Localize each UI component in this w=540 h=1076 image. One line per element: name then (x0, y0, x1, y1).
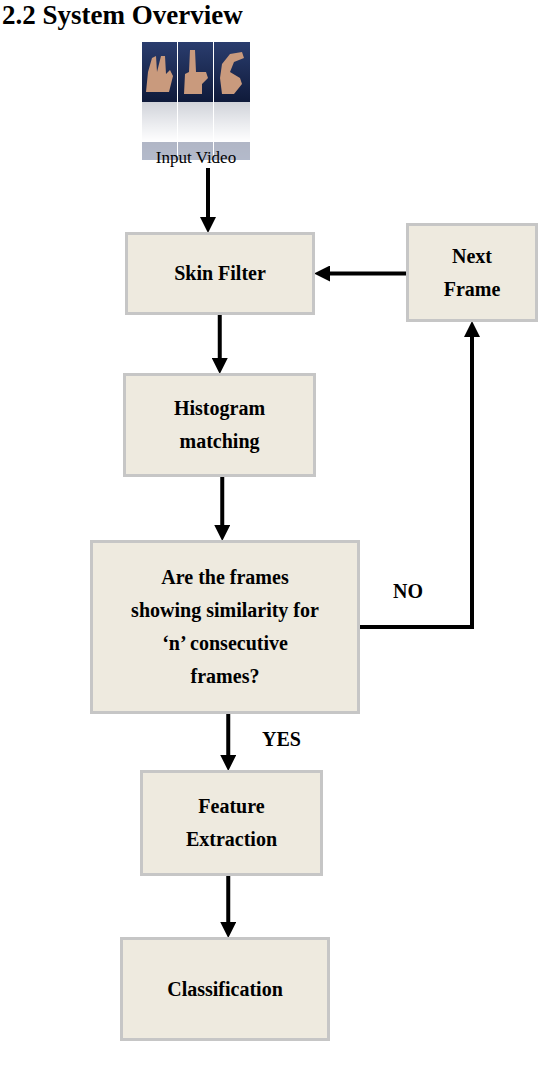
video-frames (142, 42, 250, 102)
process-box: Skin Filter (125, 232, 315, 315)
process-box: Feature Extraction (140, 770, 323, 876)
node-text: Classification (167, 973, 283, 1006)
process-box: Histogram matching (123, 373, 316, 477)
node-text: Histogram matching (166, 392, 273, 458)
hand-shape (220, 52, 244, 94)
node-text: Feature Extraction (173, 790, 290, 856)
process-box: Classification (120, 937, 330, 1041)
edge-label: NO (393, 580, 423, 603)
decision-box: Are the frames showing similarity for ‘n… (90, 540, 360, 714)
node-text: Next Frame (429, 240, 515, 306)
flow-arrow (206, 168, 210, 217)
reflection-fade (142, 102, 250, 142)
flow-arrow (226, 876, 230, 922)
video-frame (142, 42, 177, 102)
flow-arrow (226, 714, 230, 755)
edge-label: YES (262, 728, 301, 751)
hand-shape (146, 56, 173, 92)
video-frame (178, 42, 213, 102)
hand-shape (184, 50, 208, 94)
node-text: Are the frames showing similarity for ‘n… (131, 561, 319, 693)
diagram-title: 2.2 System Overview (2, 0, 243, 31)
node-text: Input Video (156, 148, 236, 168)
flow-arrow (218, 315, 222, 358)
flow-arrow (360, 337, 472, 627)
input-video-illustration (142, 42, 250, 160)
input-video: Input Video (130, 40, 262, 168)
process-box: Next Frame (406, 223, 538, 322)
flow-arrow (330, 272, 406, 276)
video-frame (214, 42, 250, 102)
flow-arrow (220, 477, 224, 525)
node-text: Skin Filter (174, 257, 266, 290)
